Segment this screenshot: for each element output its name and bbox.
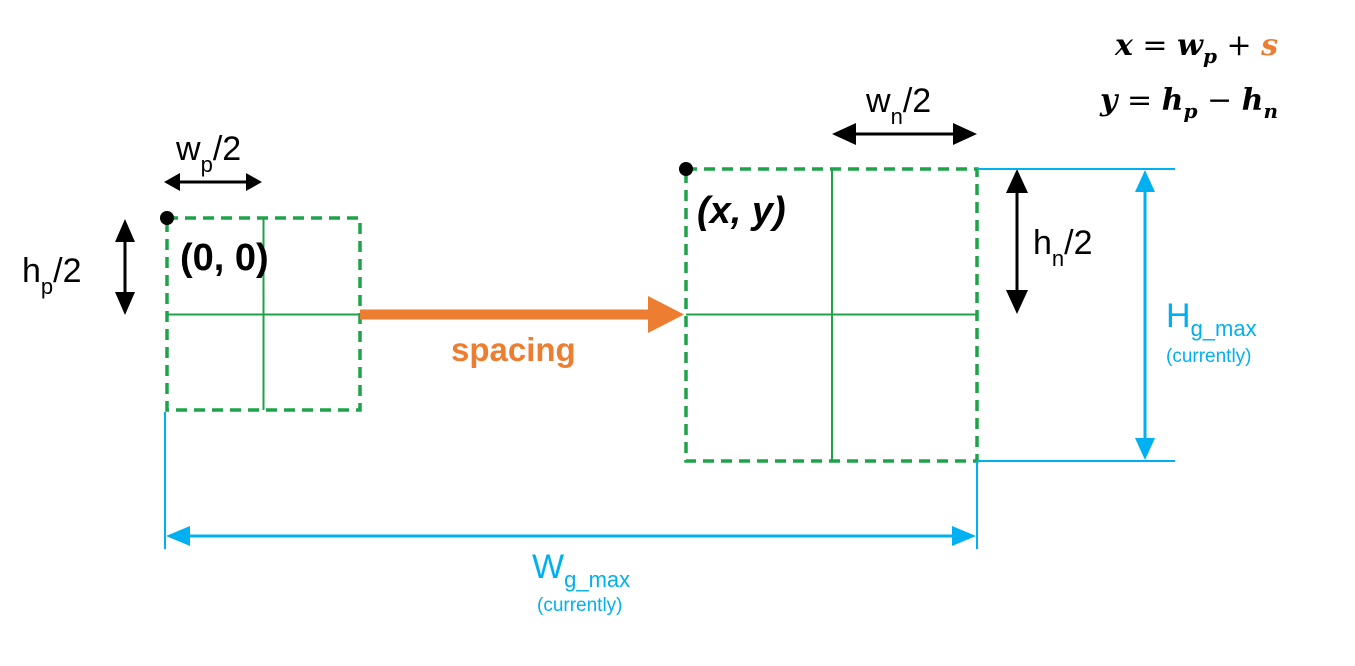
group-height-arrowhead-top xyxy=(1135,170,1155,192)
prev-height-half-label: hp/2 xyxy=(22,252,82,299)
prev-width-half-dimension: wp/2 xyxy=(164,130,262,191)
prev-node-origin-dot xyxy=(160,211,174,225)
group-height-dimension: Hg_max (currently) xyxy=(976,168,1257,549)
prev-width-half-arrowhead-right xyxy=(246,173,262,191)
next-height-half-dimension: hn/2 xyxy=(1006,169,1093,314)
formula-y: y = hp − hn xyxy=(1099,83,1278,123)
prev-width-half-label: wp/2 xyxy=(175,130,241,177)
next-height-half-arrowhead-top xyxy=(1006,169,1028,193)
spacing-arrow-group: spacing xyxy=(360,296,684,368)
prev-height-half-arrowhead-top xyxy=(115,219,135,242)
group-height-arrowhead-bottom xyxy=(1135,438,1155,460)
next-height-half-label: hn/2 xyxy=(1033,224,1093,271)
group-height-note: (currently) xyxy=(1166,346,1252,367)
next-width-half-arrowhead-right xyxy=(953,123,977,145)
group-width-label: Wg_max xyxy=(532,548,630,592)
group-width-arrowhead-left xyxy=(166,526,190,546)
next-node-origin-dot xyxy=(679,162,693,176)
group-height-label: Hg_max xyxy=(1166,297,1257,341)
spacing-arrowhead xyxy=(648,296,684,333)
prev-height-half-dimension: hp/2 xyxy=(22,219,135,315)
formula-block: x = wp + s y = hp − hn xyxy=(1099,28,1278,123)
group-width-note: (currently) xyxy=(537,595,623,616)
next-node: (x, y) xyxy=(679,162,979,463)
spacing-label: spacing xyxy=(451,331,576,368)
prev-width-half-arrowhead-left xyxy=(164,173,180,191)
next-width-half-arrowhead-left xyxy=(832,123,856,145)
next-width-half-label: wn/2 xyxy=(865,82,931,129)
group-width-dimension: Wg_max (currently) xyxy=(164,412,976,616)
prev-node: (0, 0) xyxy=(160,211,362,412)
next-height-half-arrowhead-bottom xyxy=(1006,290,1028,314)
next-node-origin-label: (x, y) xyxy=(697,190,786,232)
group-width-arrowhead-right xyxy=(952,526,976,546)
prev-height-half-arrowhead-bottom xyxy=(115,292,135,315)
prev-node-origin-label: (0, 0) xyxy=(180,237,269,279)
next-width-half-dimension: wn/2 xyxy=(832,82,977,145)
formula-x: x = wp + s xyxy=(1114,28,1278,68)
